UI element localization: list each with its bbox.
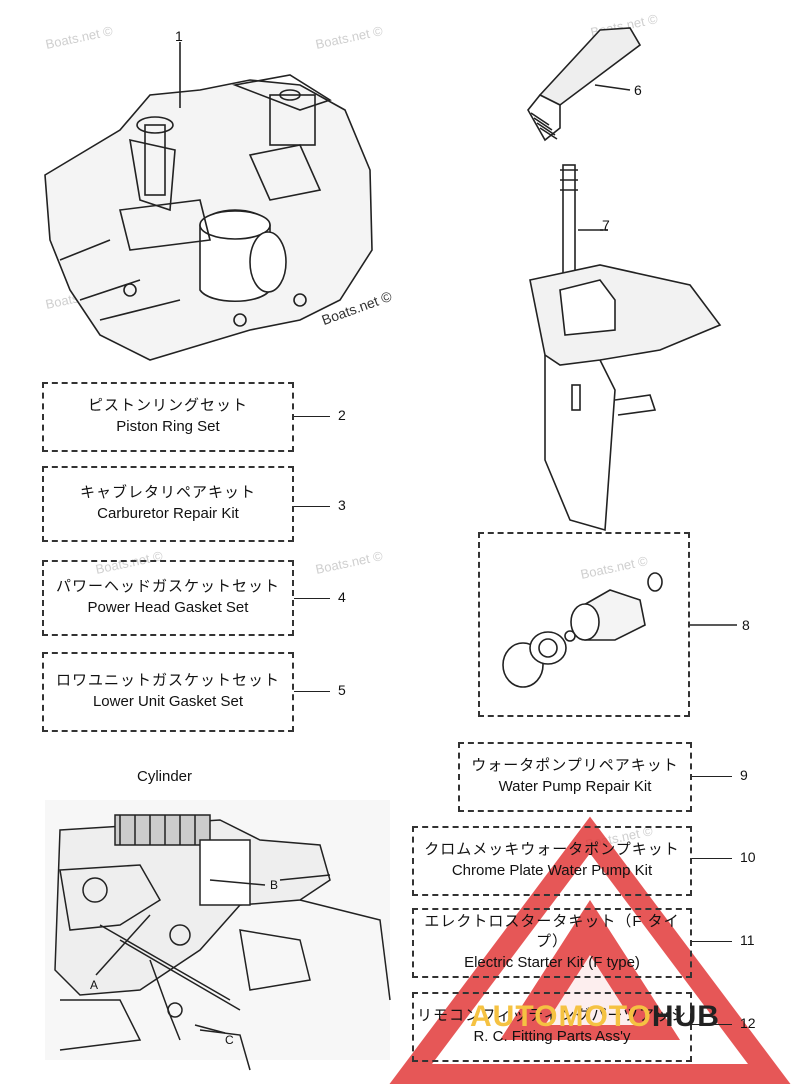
leader-line — [294, 691, 330, 692]
leader-line — [294, 598, 330, 599]
water-pump-illustration — [502, 572, 663, 688]
leader-line — [294, 506, 330, 507]
leader-line — [692, 776, 732, 777]
kit-box: ウォータポンプリペアキット Water Pump Repair Kit — [458, 742, 692, 812]
cylinder-caption: Cylinder — [137, 768, 193, 785]
automotohub-logo — [389, 816, 791, 1084]
kit-box: ピストンリングセット Piston Ring Set — [42, 382, 294, 452]
marker-c: C — [225, 1033, 234, 1047]
callout-number: 2 — [338, 407, 346, 423]
kit-box: リモコンフィッティングパーツアッシ R. C. Fitting Parts As… — [412, 992, 692, 1062]
kit-name-jp: キャブレタリペアキット — [79, 484, 256, 501]
kit-name-jp: パワーヘッドガスケットセット — [55, 578, 280, 595]
callout-number: 5 — [338, 682, 346, 698]
kit-name-en: Chrome Plate Water Pump Kit — [451, 862, 653, 879]
kit-name-jp: リモコンフィッティングパーツアッシ — [416, 1007, 688, 1024]
leader-line — [294, 416, 330, 417]
kit-name-jp: ウォータポンプリペアキット — [471, 757, 679, 774]
callout-number: 6 — [634, 82, 642, 98]
kit-name-en: Carburetor Repair Kit — [97, 505, 239, 522]
callout-number: 11 — [740, 932, 755, 948]
callout-number: 10 — [740, 849, 756, 865]
kit-box: クロムメッキウォータポンプキット Chrome Plate Water Pump… — [412, 826, 692, 896]
lower-unit-illustration — [529, 164, 722, 532]
kit-box: エレクトロスタータキット（F タイプ） Electric Starter Kit… — [412, 908, 692, 978]
callout-number: 1 — [175, 28, 183, 44]
kit-name-en: Power Head Gasket Set — [87, 599, 249, 616]
kit-name-en: Piston Ring Set — [116, 418, 220, 435]
kit-box: ロワユニットガスケットセット Lower Unit Gasket Set — [42, 652, 294, 732]
leader-line — [692, 941, 732, 942]
brand-part-2: HUB — [651, 1000, 720, 1033]
drive-shaft-handle-illustration — [527, 27, 642, 142]
kit-name-jp: ロワユニットガスケットセット — [55, 672, 280, 689]
kit-name-en: Water Pump Repair Kit — [498, 778, 652, 795]
water-pump-frame — [478, 532, 690, 717]
leader-line — [692, 1024, 732, 1025]
kit-name-jp: ピストンリングセット — [87, 397, 248, 414]
callout-number: 9 — [740, 767, 748, 783]
kit-name-jp: クロムメッキウォータポンプキット — [424, 841, 680, 858]
kit-box: パワーヘッドガスケットセット Power Head Gasket Set — [42, 560, 294, 636]
kit-name-jp: エレクトロスタータキット（F タイプ） — [424, 913, 680, 950]
callout-number: 8 — [742, 617, 750, 633]
kit-name-en: Lower Unit Gasket Set — [92, 693, 244, 710]
callout-number: 3 — [338, 497, 346, 513]
cylinder-illustration — [45, 800, 391, 1071]
kit-name-en: R. C. Fitting Parts Ass'y — [473, 1028, 631, 1045]
marker-b: B — [270, 878, 279, 892]
kit-name-en: Electric Starter Kit (F type) — [464, 954, 640, 971]
callout-number: 7 — [602, 217, 610, 233]
callout-number: 12 — [740, 1015, 756, 1031]
brand-part-1: AUTOMOTO — [470, 1000, 652, 1033]
marker-a: A — [90, 978, 99, 992]
brand-wordmark: AUTOMOTOHUB — [470, 1000, 720, 1034]
leader-line — [692, 858, 732, 859]
callout-number: 4 — [338, 589, 346, 605]
powerhead-illustration — [44, 74, 373, 361]
kit-box: キャブレタリペアキット Carburetor Repair Kit — [42, 466, 294, 542]
